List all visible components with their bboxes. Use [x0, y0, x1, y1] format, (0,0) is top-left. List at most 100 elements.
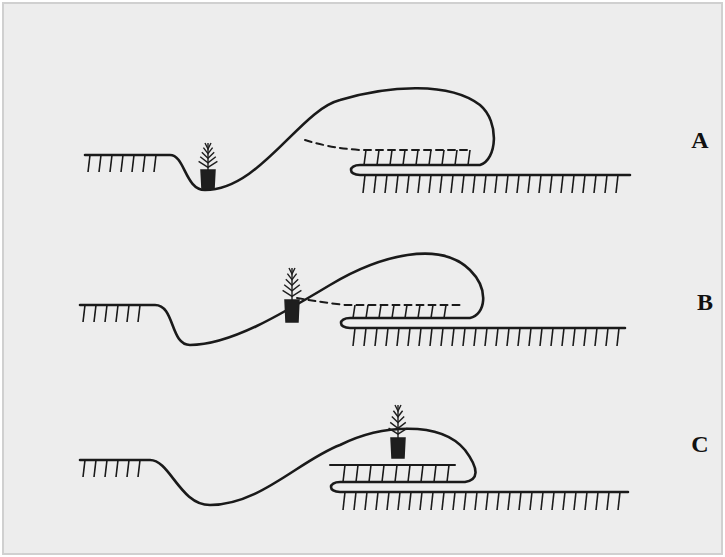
- hatch-stroke: [420, 492, 422, 510]
- needle-branch: [203, 148, 212, 154]
- hatch-stroke: [453, 492, 455, 510]
- hatch-stroke: [416, 150, 418, 165]
- hatch-stroke: [356, 465, 358, 482]
- hatch-stroke: [507, 328, 509, 346]
- hatch-stroke: [431, 492, 433, 510]
- hatch-stroke: [585, 492, 587, 510]
- hatch-stroke: [409, 492, 411, 510]
- hatch-stroke: [431, 305, 433, 318]
- hatch-stroke: [375, 328, 377, 346]
- hatch-stroke: [429, 150, 431, 165]
- potted-seedling: [283, 268, 302, 322]
- hatch-stroke: [390, 150, 392, 165]
- hatch-stroke: [463, 328, 465, 346]
- panel-letter: A: [691, 128, 708, 152]
- soil-hatching: [83, 150, 620, 510]
- hatch-stroke: [484, 175, 486, 193]
- hatch-stroke: [105, 305, 107, 322]
- hatch-stroke: [364, 150, 366, 165]
- panel-letter: B: [697, 290, 713, 314]
- hatch-stroke: [618, 492, 620, 510]
- needle-branch: [392, 417, 404, 423]
- seedling: [199, 143, 218, 170]
- needle-branch: [200, 157, 216, 163]
- hatch-stroke: [83, 460, 85, 477]
- hatch-stroke: [573, 328, 575, 346]
- hatch-stroke: [539, 175, 541, 193]
- hatch-stroke: [607, 492, 609, 510]
- hatch-stroke: [385, 175, 387, 193]
- hatch-stroke: [473, 175, 475, 193]
- hatch-stroke: [455, 150, 457, 165]
- hatch-stroke: [518, 328, 520, 346]
- hatch-stroke: [583, 175, 585, 193]
- hatch-stroke: [421, 465, 423, 482]
- hatch-stroke: [138, 460, 140, 477]
- hatch-stroke: [562, 328, 564, 346]
- hatch-stroke: [495, 175, 497, 193]
- hatch-stroke: [519, 492, 521, 510]
- hatch-stroke: [116, 460, 118, 477]
- hatch-stroke: [452, 328, 454, 346]
- hatch-stroke: [616, 175, 618, 193]
- needle-branch: [390, 422, 406, 428]
- hatch-stroke: [552, 492, 554, 510]
- hatch-stroke: [369, 465, 371, 482]
- hatch-stroke: [541, 492, 543, 510]
- hatch-stroke: [353, 328, 355, 346]
- hatch-stroke: [447, 465, 449, 482]
- hatch-stroke: [434, 465, 436, 482]
- frame: [3, 3, 722, 554]
- seedlings: [199, 143, 408, 458]
- hatch-stroke: [529, 328, 531, 346]
- hatch-stroke: [382, 465, 384, 482]
- seedling: [389, 405, 408, 438]
- hatch-stroke: [442, 150, 444, 165]
- hatch-stroke: [343, 492, 345, 510]
- original-surface: [305, 140, 470, 150]
- soil-profile: [85, 88, 630, 190]
- hatch-stroke: [475, 492, 477, 510]
- hatch-stroke: [440, 175, 442, 193]
- potted-seedling: [199, 143, 218, 189]
- hatch-stroke: [366, 305, 368, 318]
- hatch-stroke: [386, 328, 388, 346]
- hatch-stroke: [116, 305, 118, 322]
- hatch-stroke: [497, 492, 499, 510]
- needle-branch: [389, 428, 408, 434]
- hatch-stroke: [594, 175, 596, 193]
- hatch-stroke: [398, 492, 400, 510]
- hatch-stroke: [572, 175, 574, 193]
- hatch-stroke: [363, 175, 365, 193]
- hatch-stroke: [392, 305, 394, 318]
- soil-profile: [80, 429, 628, 505]
- hatch-stroke: [94, 460, 96, 477]
- needle-branch: [286, 279, 298, 285]
- hatch-stroke: [574, 492, 576, 510]
- hatch-stroke: [364, 328, 366, 346]
- hatch-stroke: [132, 155, 134, 172]
- hatch-stroke: [474, 328, 476, 346]
- hatch-stroke: [486, 492, 488, 510]
- needle-branch: [205, 143, 211, 149]
- hatch-stroke: [540, 328, 542, 346]
- hatch-stroke: [354, 492, 356, 510]
- hatch-stroke: [468, 150, 470, 165]
- hatch-stroke: [551, 328, 553, 346]
- hatch-stroke: [143, 155, 145, 172]
- plant-pot: [285, 300, 299, 322]
- hatch-stroke: [127, 460, 129, 477]
- needle-branch: [287, 274, 296, 280]
- hatch-stroke: [403, 150, 405, 165]
- hatch-stroke: [485, 328, 487, 346]
- hatch-stroke: [517, 175, 519, 193]
- hatch-stroke: [605, 175, 607, 193]
- hatch-stroke: [365, 492, 367, 510]
- hatch-stroke: [563, 492, 565, 510]
- hatch-stroke: [377, 150, 379, 165]
- potted-seedling: [389, 405, 408, 458]
- hatch-stroke: [444, 305, 446, 318]
- plant-pot: [201, 170, 215, 189]
- hatch-stroke: [496, 328, 498, 346]
